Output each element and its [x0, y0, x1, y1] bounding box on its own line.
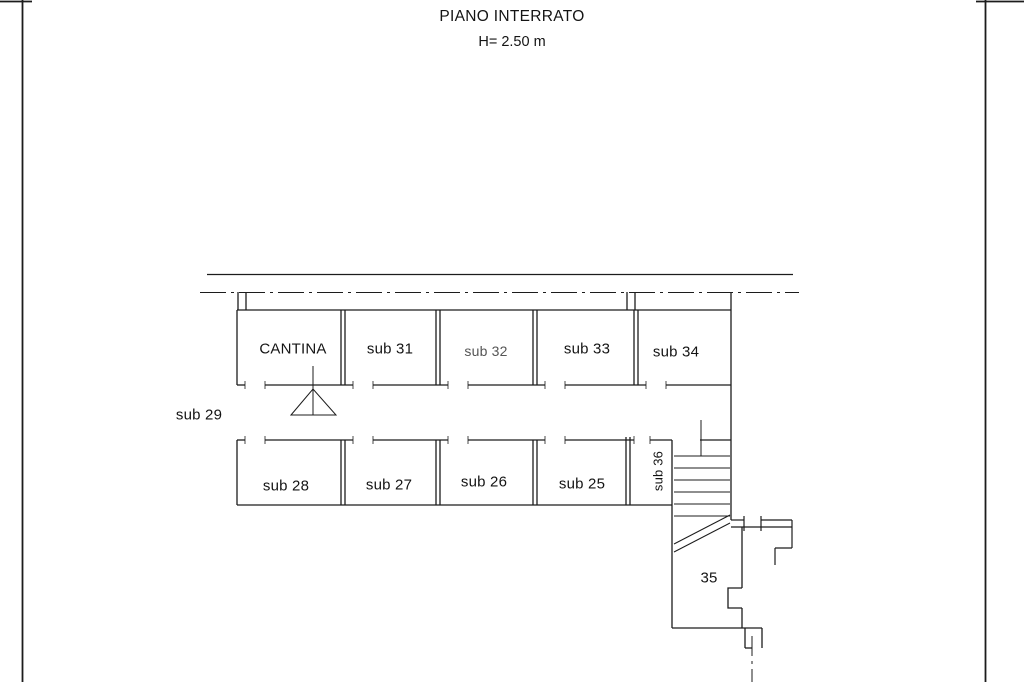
room-label-sub-34: sub 34	[652, 343, 700, 361]
room-label-sub-27: sub 27	[365, 476, 413, 494]
door-jambs	[244, 381, 667, 444]
ramp-symbol	[289, 366, 338, 416]
room-label-cantina: CANTINA	[259, 340, 327, 358]
room-label-sub-28: sub 28	[262, 477, 310, 495]
room-label-sub-26: sub 26	[460, 473, 508, 491]
room-label-sub-25: sub 25	[558, 475, 606, 493]
room-label-sub-33: sub 33	[563, 340, 611, 358]
room-label-sub-32: sub 32	[464, 343, 508, 359]
room-label-35: 35	[700, 569, 718, 587]
building-walls	[236, 292, 732, 628]
corridor-label-sub-29: sub 29	[175, 406, 223, 424]
stairs	[673, 420, 731, 553]
plan-height-note: H= 2.50 m	[478, 34, 546, 50]
room-35-walls	[672, 527, 762, 629]
plan-title: PIANO INTERRATO	[439, 8, 585, 25]
boundary-lines	[200, 273, 799, 293]
room-label-sub-31: sub 31	[366, 340, 414, 358]
landing-walls	[731, 516, 793, 565]
room-label-sub-36: sub 36	[650, 450, 666, 492]
lower-wall-fragments	[744, 628, 763, 682]
